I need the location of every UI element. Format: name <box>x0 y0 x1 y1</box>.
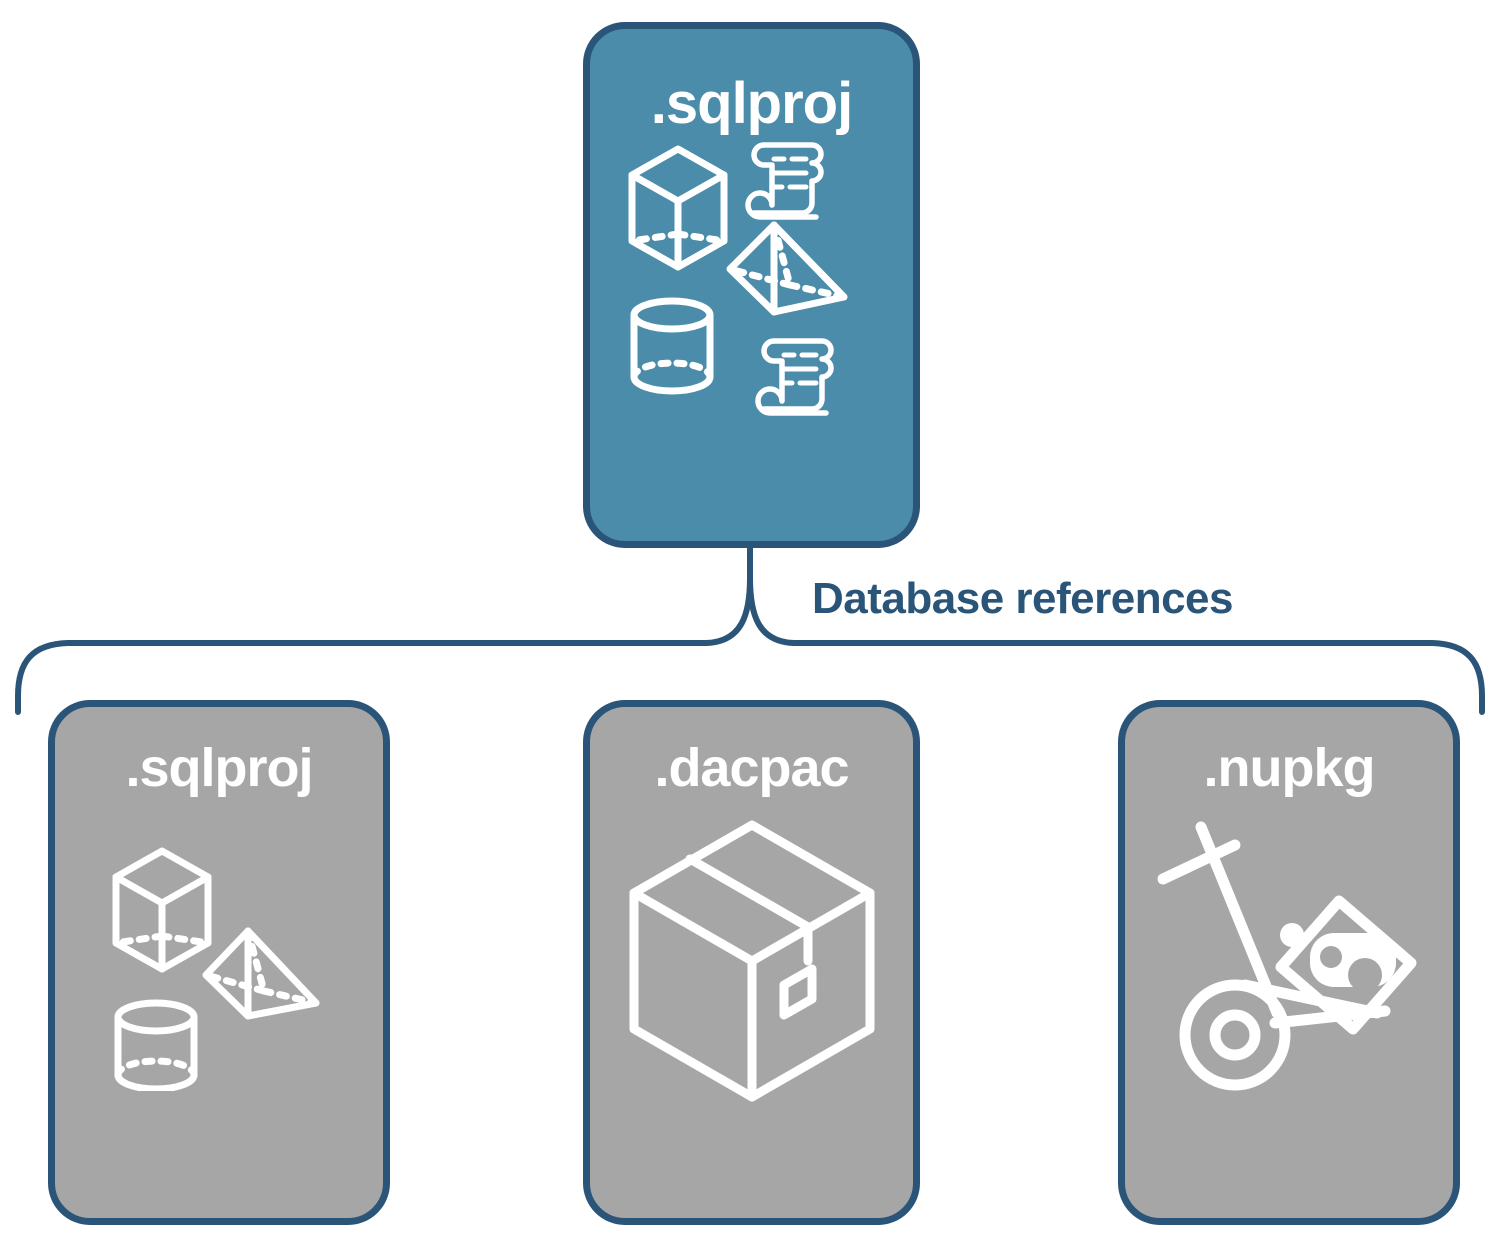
root-node-icons-svg <box>628 142 847 416</box>
cube-wireframe-icon <box>628 145 727 271</box>
reference-node-sqlproj[interactable]: .sqlproj <box>48 700 390 1225</box>
cube-wireframe-icon <box>112 847 212 973</box>
script-scroll-icon <box>744 142 824 220</box>
root-node-icon-group <box>590 133 913 541</box>
reference-node-dacpac-icon-group <box>590 795 913 1218</box>
reference-node-sqlproj-icon-group <box>55 795 383 1218</box>
nuget-logo-cutouts-icon <box>1320 946 1382 992</box>
database-references-label: Database references <box>812 574 1233 623</box>
root-node-sqlproj[interactable]: .sqlproj <box>583 22 920 548</box>
pyramid-wireframe-icon <box>202 927 320 1020</box>
cylinder-wireframe-icon <box>630 297 713 395</box>
hand-truck-package-icon <box>1157 821 1417 1091</box>
wheel-icon <box>1179 979 1291 1091</box>
reference-node-nupkg[interactable]: .nupkg <box>1118 700 1460 1225</box>
shipping-box-icon <box>629 820 874 1102</box>
reference-node-dacpac[interactable]: .dacpac <box>583 700 920 1225</box>
reference-node-dacpac-title: .dacpac <box>654 738 849 798</box>
reference-node-nupkg-title: .nupkg <box>1203 738 1376 798</box>
reference-node-sqlproj-title: .sqlproj <box>125 738 313 798</box>
script-scroll-icon <box>754 338 834 416</box>
shapes-icons-svg <box>112 847 320 1091</box>
pyramid-wireframe-icon <box>726 221 847 316</box>
root-node-title: .sqlproj <box>650 71 853 136</box>
reference-node-nupkg-icon-group <box>1125 795 1453 1218</box>
cylinder-wireframe-icon <box>114 999 198 1091</box>
nuget-logo-dot-icon <box>1280 923 1304 947</box>
